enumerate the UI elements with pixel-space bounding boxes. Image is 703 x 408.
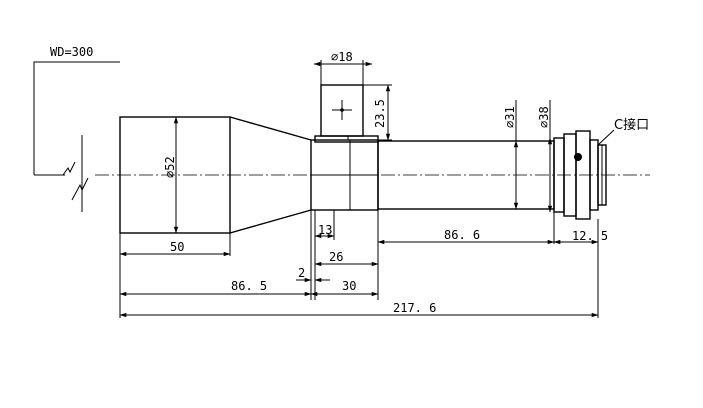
dim23-5-label: 23.5 <box>373 99 387 128</box>
dim217-6-label: 217. 6 <box>393 301 436 315</box>
c-mount-label: C接口 <box>614 117 649 133</box>
dim12-5-label: 12. 5 <box>572 229 608 243</box>
dim30-label: 30 <box>342 279 356 293</box>
illumination-port <box>320 84 364 137</box>
wd-label: WD=300 <box>50 45 93 59</box>
dim26-label: 26 <box>329 250 343 264</box>
dim50-label: 50 <box>170 240 184 254</box>
dim13-label: 13 <box>318 223 332 237</box>
working-distance-bracket <box>33 61 120 212</box>
dia18-label: ⌀18 <box>331 50 353 64</box>
lock-screw <box>574 153 582 161</box>
dim86-5-label: 86. 5 <box>231 279 267 293</box>
port-flange <box>314 135 379 143</box>
taper-bottom <box>229 209 312 234</box>
taper-top <box>229 116 312 141</box>
dia31-label: ⌀31 <box>503 106 517 128</box>
dim86-6-label: 86. 6 <box>444 228 480 242</box>
dia38-label: ⌀38 <box>537 106 551 128</box>
dim2-label: 2 <box>298 266 305 280</box>
dia52-label: ⌀52 <box>163 156 177 178</box>
